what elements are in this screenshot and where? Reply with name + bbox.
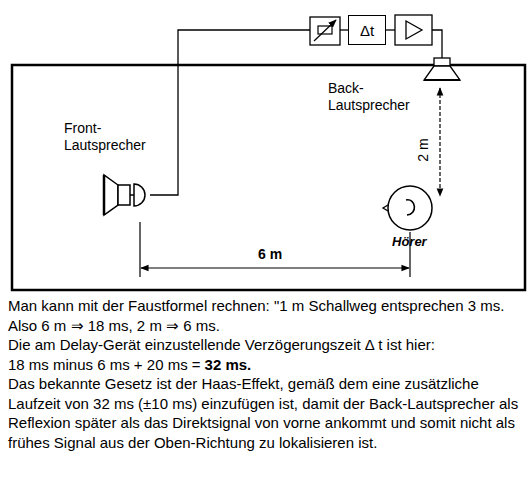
note-text: Das bekannte Gesetz ist der Haas-Effekt,… [8,375,518,451]
signal-wire [150,30,310,195]
speaker-label: Back- Lautsprecher [328,80,420,114]
dimension-label: 2 m [406,133,440,167]
dimension-label: 6 m [258,246,282,263]
note-text: Die am Delay-Gerät einzustellende Verzög… [8,336,435,353]
back-speaker-symbol [424,58,460,80]
result-value: 32 ms. [205,356,252,373]
attenuator-symbol [310,17,340,45]
room-outline [12,65,525,290]
text-paragraph: Die am Delay-Gerät einzustellende Verzög… [8,335,528,355]
listener-label: Hörer [392,233,427,250]
listener-symbol [383,186,432,230]
note-text: Man kann mit der Faustformel rechnen: "1… [8,297,504,334]
explanation-text: Man kann mit der Faustformel rechnen: "1… [8,296,528,452]
text-paragraph: Man kann mit der Faustformel rechnen: "1… [8,296,528,335]
note-text: 18 ms minus 6 ms + 20 ms = [8,356,201,373]
text-paragraph: Das bekannte Gesetz ist der Haas-Effekt,… [8,374,528,452]
signal-wire [340,29,348,30]
front-speaker-symbol [104,175,145,215]
amplifier-symbol [395,15,432,45]
delay-label: Δt [360,22,374,39]
dimension-line [439,88,440,196]
text-paragraph: 18 ms minus 6 ms + 20 ms =32 ms. [8,355,528,375]
dimension-line [141,267,409,268]
signal-wire [386,29,395,30]
delay-box: Δt [348,15,386,45]
signal-wire [432,30,442,58]
speaker-label: Front- Lautsprecher [64,120,156,154]
extension-line [139,222,140,277]
